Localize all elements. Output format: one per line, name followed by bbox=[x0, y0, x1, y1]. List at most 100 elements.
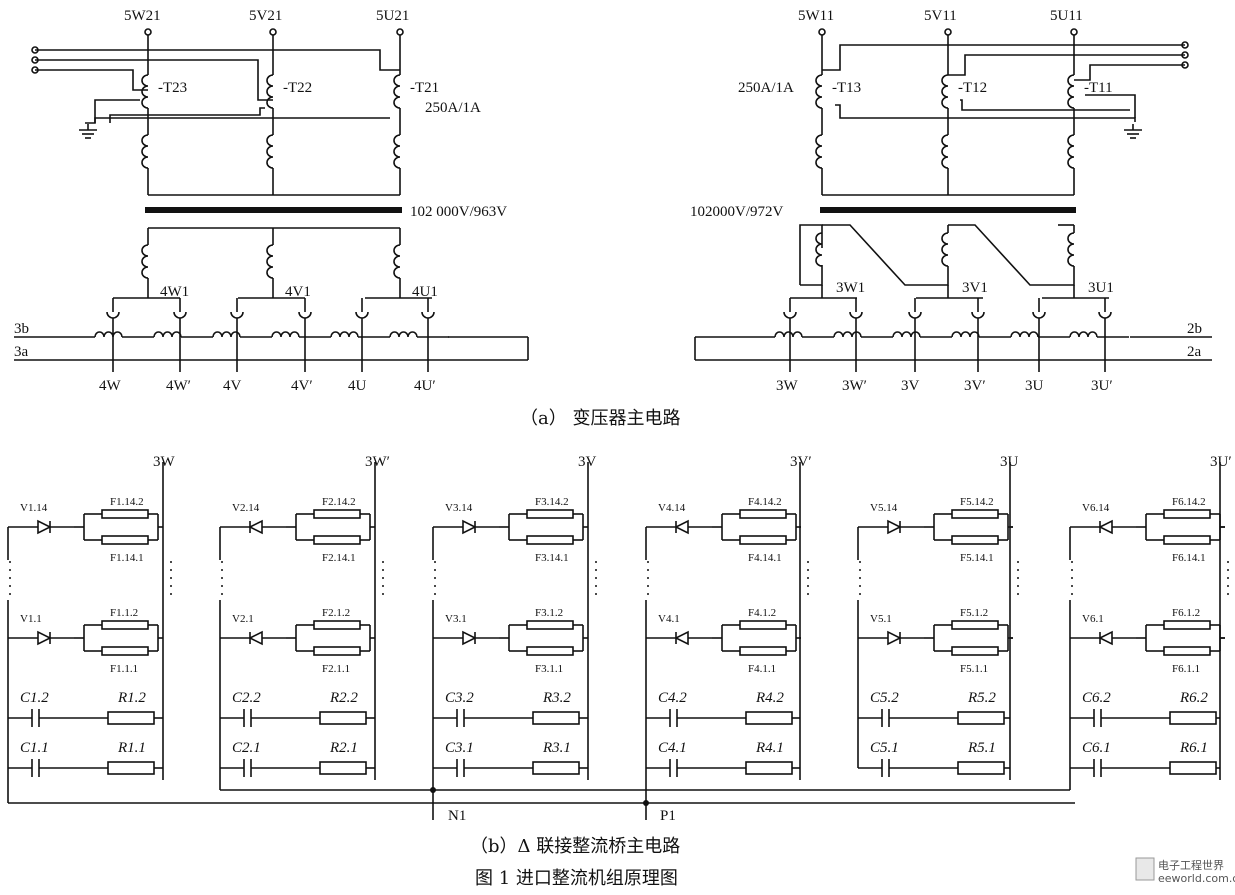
fuse-label: F5.14.1 bbox=[960, 552, 994, 564]
ct-secondary-wire bbox=[960, 99, 1130, 111]
primary-winding bbox=[393, 134, 401, 169]
continuation-dot bbox=[1227, 569, 1229, 571]
capacitor-label: C1.2 bbox=[20, 690, 49, 706]
interphase-reactor bbox=[951, 331, 980, 338]
reactor-tap bbox=[106, 311, 120, 319]
continuation-dot bbox=[859, 585, 861, 587]
current-transformer-coil bbox=[815, 74, 823, 109]
interphase-reactor bbox=[212, 331, 241, 338]
current-transformer-coil bbox=[141, 74, 149, 109]
reactor-tap bbox=[173, 311, 187, 319]
watermark-logo: 电子工程世界 eeworld.com.cn bbox=[1135, 857, 1235, 885]
bus-label: 3U′ bbox=[1210, 454, 1232, 470]
continuation-dot bbox=[595, 577, 597, 579]
fuse-label: F2.1.2 bbox=[322, 607, 350, 619]
diode bbox=[887, 519, 902, 535]
continuation-dot bbox=[1017, 593, 1019, 595]
capacitor-label: C4.1 bbox=[658, 740, 687, 756]
fuse-label: F3.1.1 bbox=[535, 663, 563, 675]
reactor-tap bbox=[355, 311, 369, 319]
input-terminal bbox=[31, 46, 39, 54]
interphase-reactor bbox=[1010, 331, 1039, 338]
diode-label: V6.1 bbox=[1082, 613, 1104, 625]
input-terminal bbox=[1181, 51, 1189, 59]
voltage-rating-label: 102 000V/963V bbox=[410, 204, 507, 220]
continuation-dot bbox=[221, 561, 223, 563]
primary-winding bbox=[141, 134, 149, 169]
resistor-label: R4.2 bbox=[755, 690, 784, 706]
capacitor-label: C1.1 bbox=[20, 740, 49, 756]
fuse bbox=[313, 535, 361, 545]
fuse-label: F4.1.1 bbox=[748, 663, 776, 675]
resistor-label: R2.2 bbox=[329, 690, 358, 706]
capacitor-label: C2.2 bbox=[232, 690, 261, 706]
continuation-dot bbox=[595, 561, 597, 563]
diode bbox=[674, 630, 689, 646]
continuation-dot bbox=[221, 585, 223, 587]
resistor bbox=[1169, 711, 1217, 725]
top-terminal-label: 5W11 bbox=[798, 8, 834, 24]
diode bbox=[37, 519, 52, 535]
diode-label: V5.1 bbox=[870, 613, 892, 625]
continuation-dot bbox=[434, 569, 436, 571]
continuation-dot bbox=[434, 577, 436, 579]
fuse bbox=[739, 535, 787, 545]
continuation-dot bbox=[859, 593, 861, 595]
diode-label: V3.1 bbox=[445, 613, 467, 625]
primary-winding bbox=[941, 134, 949, 169]
terminal-circle bbox=[269, 28, 277, 36]
primary-winding bbox=[1067, 134, 1075, 169]
reactor-tap bbox=[298, 311, 312, 319]
watermark-line2: eeworld.com.cn bbox=[1158, 872, 1235, 885]
continuation-dot bbox=[647, 577, 649, 579]
continuation-dot bbox=[9, 593, 11, 595]
diode bbox=[462, 630, 477, 646]
diode bbox=[1098, 519, 1113, 535]
diode-label: V2.1 bbox=[232, 613, 254, 625]
continuation-dot bbox=[1227, 561, 1229, 563]
continuation-dot bbox=[1071, 593, 1073, 595]
diode-label: V6.14 bbox=[1082, 502, 1110, 514]
fuse bbox=[739, 646, 787, 656]
continuation-dot bbox=[170, 577, 172, 579]
fuse-label: F4.14.1 bbox=[748, 552, 782, 564]
resistor-label: R6.1 bbox=[1179, 740, 1208, 756]
bottom-terminal-label: 4W bbox=[99, 378, 122, 394]
node-label-p: P1 bbox=[660, 808, 676, 824]
resistor-label: R5.1 bbox=[967, 740, 996, 756]
secondary-winding bbox=[941, 232, 949, 267]
continuation-dot bbox=[807, 561, 809, 563]
fuse bbox=[101, 535, 149, 545]
terminal-circle bbox=[1070, 28, 1078, 36]
resistor bbox=[532, 711, 580, 725]
capacitor-label: C3.1 bbox=[445, 740, 474, 756]
resistor bbox=[532, 761, 580, 775]
continuation-dot bbox=[647, 585, 649, 587]
diode-label: V1.14 bbox=[20, 502, 48, 514]
ct-ratio-label: 250A/1A bbox=[425, 100, 481, 116]
continuation-dot bbox=[221, 569, 223, 571]
watermark-line1: 电子工程世界 bbox=[1158, 859, 1224, 872]
resistor-label: R3.2 bbox=[542, 690, 571, 706]
continuation-dot bbox=[382, 569, 384, 571]
continuation-dot bbox=[170, 569, 172, 571]
delta-wire bbox=[822, 224, 949, 286]
capacitor-label: C5.2 bbox=[870, 690, 899, 706]
delta-wire bbox=[799, 224, 823, 285]
fuse bbox=[951, 646, 999, 656]
ct-secondary-wire bbox=[822, 44, 1185, 71]
diode-label: V4.14 bbox=[658, 502, 686, 514]
secondary-winding bbox=[815, 232, 823, 267]
continuation-dot bbox=[1017, 561, 1019, 563]
continuation-dot bbox=[1071, 577, 1073, 579]
top-terminal-label: 5W21 bbox=[124, 8, 161, 24]
fuse-label: F1.14.1 bbox=[110, 552, 144, 564]
interphase-reactor bbox=[833, 331, 862, 338]
fuse bbox=[951, 535, 999, 545]
secondary-node-label: 3V1 bbox=[962, 280, 988, 296]
capacitor-label: C5.1 bbox=[870, 740, 899, 756]
fuse bbox=[739, 509, 787, 519]
input-terminal bbox=[31, 56, 39, 64]
